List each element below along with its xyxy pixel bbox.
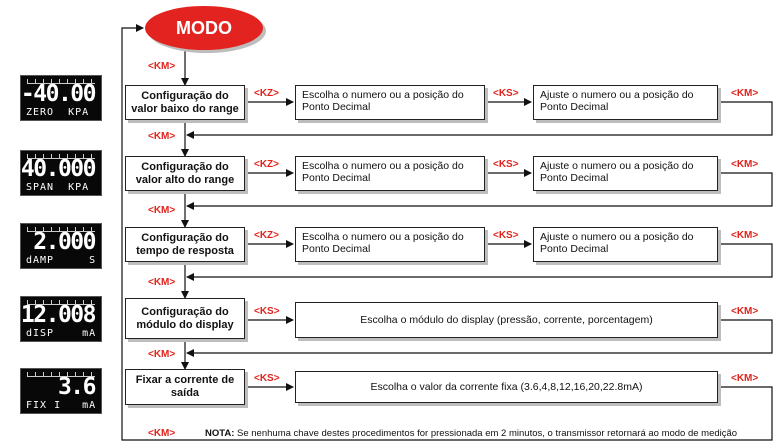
- lcd-scale: [27, 227, 95, 232]
- stage-box-damp: Configuração do tempo de resposta: [125, 227, 245, 262]
- connector-line: [121, 24, 773, 441]
- key-label: <KZ>: [254, 159, 280, 170]
- lcd-display-damp: 2.000 dAMP S: [20, 223, 102, 269]
- lcd-unit: FIX I mA: [26, 400, 97, 411]
- key-label: <KS>: [493, 88, 519, 99]
- key-label: <KZ>: [254, 88, 280, 99]
- note-label: NOTA:: [205, 428, 235, 439]
- connector-line: [186, 243, 773, 281]
- lcd-unit: dISP mA: [26, 328, 97, 339]
- step-box: Escolha o numero ou a posição do Ponto D…: [295, 227, 485, 262]
- step-box: Ajuste o numero ou a posição do Ponto De…: [533, 156, 718, 191]
- lcd-display-fix: 3.6 FIX I mA: [20, 368, 102, 414]
- lcd-unit: ZERO KPA: [26, 107, 90, 118]
- key-label: <KM>: [731, 159, 759, 170]
- lcd-value: 3.6: [57, 374, 97, 400]
- step-box: Escolha o numero ou a posição do Ponto D…: [295, 156, 485, 191]
- stage-box-fix: Fixar a corrente de saída: [125, 369, 245, 405]
- lcd-value: -40.00: [20, 81, 97, 107]
- note-body: Se nenhuma chave destes procedimentos fo…: [234, 428, 738, 439]
- stage-box-span: Configuração do valor alto do range: [125, 156, 245, 191]
- key-label: <KS>: [493, 159, 519, 170]
- key-label: <KZ>: [254, 230, 280, 241]
- lcd-scale: [27, 154, 95, 159]
- lcd-value: 40.000: [20, 156, 97, 182]
- step-box-wide: Escolha o módulo do display (pressão, co…: [295, 302, 718, 338]
- step-box: Ajuste o numero ou a posição do Ponto De…: [533, 227, 718, 262]
- modo-start: MODO: [145, 6, 263, 50]
- key-label: <KM>: [731, 230, 759, 241]
- connector-line: [186, 172, 773, 210]
- lcd-scale: [27, 300, 95, 305]
- lcd-scale: [27, 79, 95, 84]
- key-label: <KM>: [148, 277, 176, 288]
- key-label: <KS>: [254, 306, 280, 317]
- note-text: NOTA: Se nenhuma chave destes procedimen…: [205, 428, 737, 439]
- stage-box-disp: Configuração do módulo do display: [125, 298, 245, 339]
- key-label: <KS>: [493, 230, 519, 241]
- lcd-display-disp: 12.008 dISP mA: [20, 296, 102, 342]
- connector-line: [186, 319, 773, 357]
- step-box: Escolha o numero ou a posição do Ponto D…: [295, 85, 485, 120]
- lcd-unit: dAMP S: [26, 255, 97, 266]
- connector-line: [186, 101, 773, 139]
- key-label: <KM>: [731, 373, 759, 384]
- key-label: <KM>: [148, 131, 176, 142]
- lcd-value: 12.008: [20, 302, 97, 328]
- key-label: <KM>: [731, 88, 759, 99]
- key-label: <KM>: [148, 205, 176, 216]
- step-box: Ajuste o numero ou a posição do Ponto De…: [533, 85, 718, 120]
- key-label: <KM>: [148, 349, 176, 360]
- lcd-display-zero: -40.00 ZERO KPA: [20, 75, 102, 121]
- stage-box-zero: Configuração do valor baixo do range: [125, 85, 245, 120]
- lcd-display-span: 40.000 SPAN KPA: [20, 150, 102, 196]
- lcd-scale: [27, 372, 95, 377]
- step-box-wide: Escolha o valor da corrente fixa (3.6,4,…: [295, 371, 718, 403]
- key-label: <KS>: [254, 373, 280, 384]
- key-label: <KM>: [731, 306, 759, 317]
- lcd-unit: SPAN KPA: [26, 182, 90, 193]
- key-label: <KM>: [148, 428, 176, 439]
- key-label: <KM>: [148, 61, 176, 72]
- lcd-value: 2.000: [33, 229, 96, 255]
